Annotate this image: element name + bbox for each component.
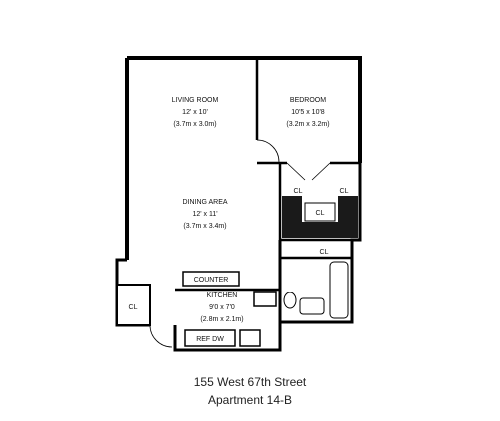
stove-box	[253, 291, 277, 307]
closet-cluster	[282, 196, 358, 238]
bedroom-metric: (3.2m x 3.2m)	[286, 121, 329, 128]
sink-box	[239, 329, 261, 347]
bedroom-dims: 10'5 x 10'8	[291, 109, 325, 116]
closet-label: CL	[316, 210, 325, 217]
living-room-name: LIVING ROOM	[172, 97, 219, 104]
living-room-dims: 12' x 10'	[182, 109, 208, 116]
entry-closet	[116, 284, 151, 326]
ref-dw-label: REF DW	[196, 336, 224, 343]
building-address: 155 West 67th Street	[193, 375, 307, 389]
dining-area-name: DINING AREA	[182, 199, 227, 206]
kitchen-dims: 9'0 x 7'0	[209, 304, 235, 311]
closet-labels: CL CL CL CL CL	[129, 188, 349, 311]
closet-label: CL	[129, 304, 138, 311]
closet-label: CL	[320, 249, 329, 256]
bedroom-name: BEDROOM	[290, 97, 326, 104]
counter-box	[182, 271, 240, 287]
room-labels: LIVING ROOM 12' x 10' (3.7m x 3.0m) BEDR…	[172, 97, 330, 343]
dining-area-metric: (3.7m x 3.4m)	[183, 223, 226, 230]
bathroom	[283, 261, 349, 319]
door-swings	[149, 139, 331, 348]
counter-label: COUNTER	[194, 277, 229, 284]
dining-area-dims: 12' x 11'	[192, 211, 217, 218]
interior-walls	[175, 58, 360, 292]
apartment-number: Apartment 14-B	[207, 393, 293, 407]
kitchen-name: KITCHEN	[207, 292, 238, 299]
kitchen-fixtures	[182, 271, 277, 347]
living-room-metric: (3.7m x 3.0m)	[173, 121, 216, 128]
kitchen-metric: (2.8m x 2.1m)	[200, 316, 243, 323]
closet-label: CL	[340, 188, 349, 195]
ref-dw-box	[184, 329, 236, 347]
closet-label: CL	[294, 188, 303, 195]
